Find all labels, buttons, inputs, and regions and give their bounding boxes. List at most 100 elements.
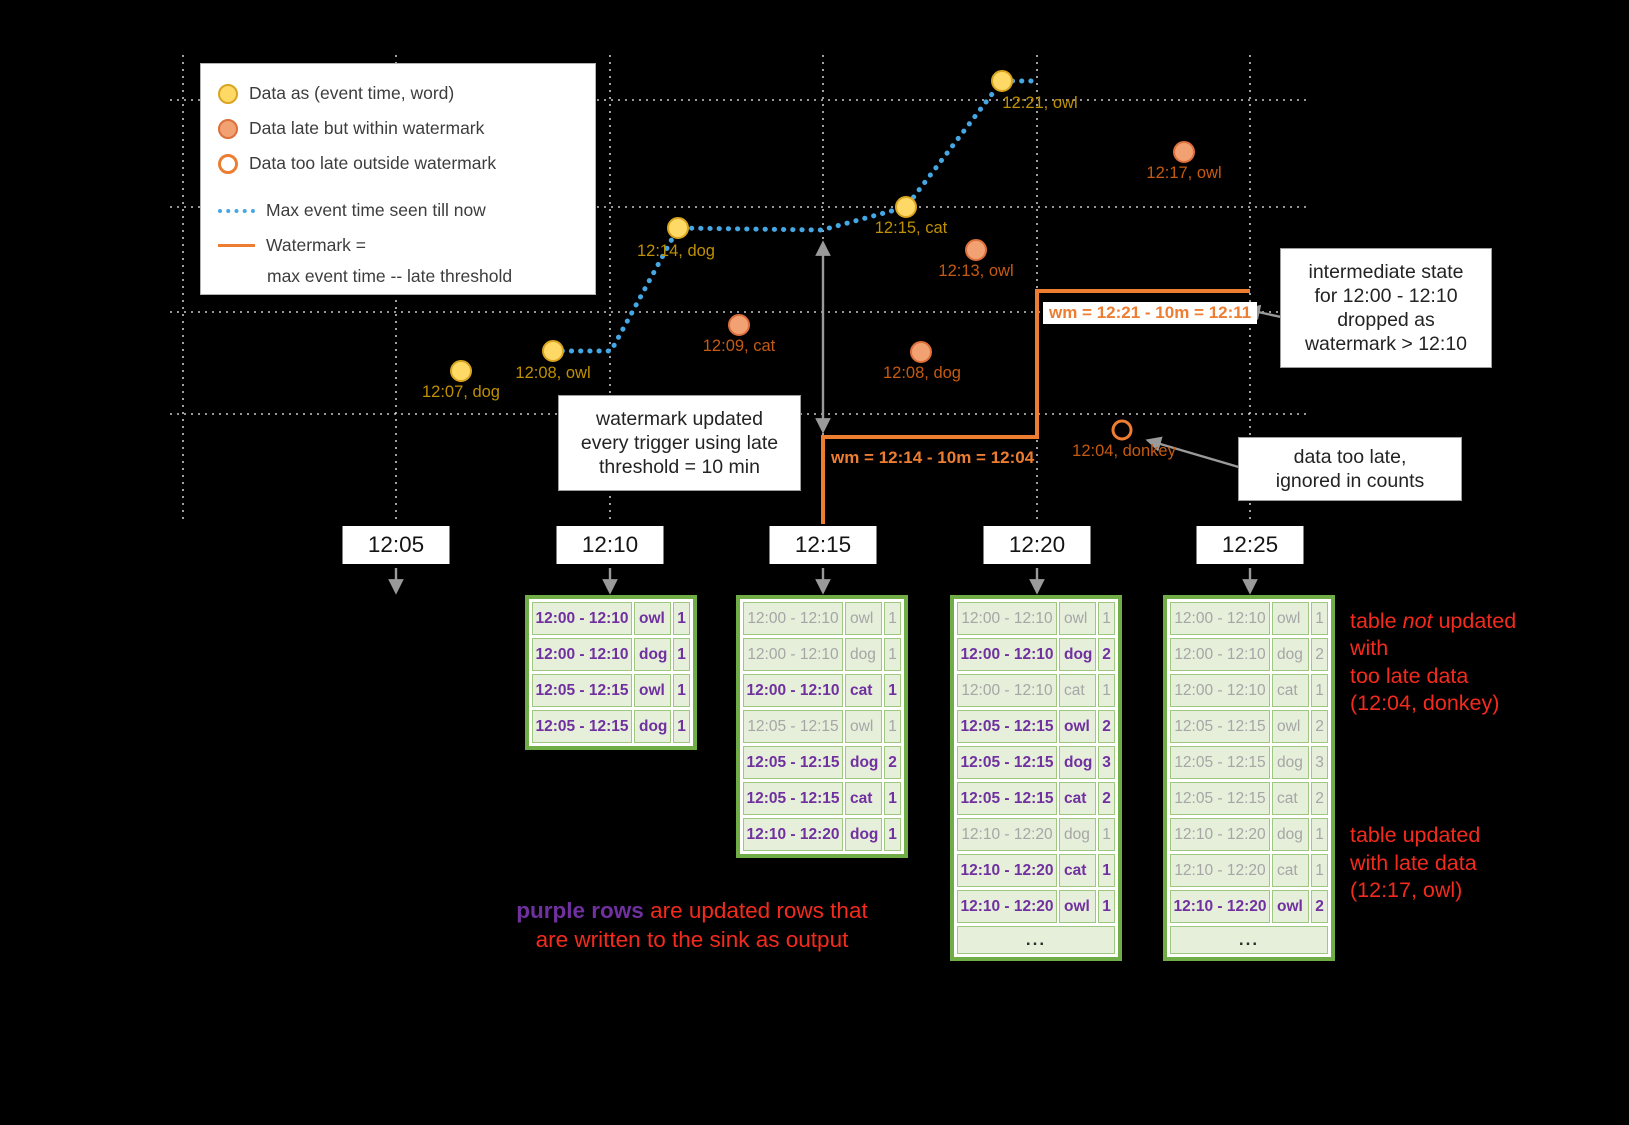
table-cell-word: owl [1059, 710, 1096, 743]
table-cell-cnt: 1 [1311, 854, 1328, 887]
table-cell-word: owl [634, 602, 671, 635]
time-tick-12-05: 12:05 [342, 526, 450, 564]
table-cell-win: 12:00 - 12:10 [1170, 674, 1270, 707]
table-cell-cnt: 1 [884, 818, 901, 851]
note-purple-rows: purple rows are updated rows that are wr… [468, 868, 916, 954]
table-cell-cnt: 1 [1098, 818, 1115, 851]
data-point-late [910, 341, 932, 363]
table-cell-cnt: 2 [1098, 782, 1115, 815]
callout-data-too-late: data too late, ignored in counts [1238, 437, 1462, 501]
legend-item-watermark-line: Watermark = [218, 228, 595, 263]
table-cell-win: 12:00 - 12:10 [743, 674, 843, 707]
table-cell-cnt: 1 [884, 710, 901, 743]
data-point-label: 12:08, owl [515, 364, 591, 382]
data-point-label: 12:13, owl [938, 262, 1014, 280]
table-cell-cnt: 1 [1098, 854, 1115, 887]
table-cell-word: owl [845, 710, 882, 743]
table-cell-cnt: 1 [673, 674, 690, 707]
table-cell-cnt: 1 [884, 674, 901, 707]
table-cell-word: dog [634, 638, 671, 671]
table-cell-win: 12:10 - 12:20 [743, 818, 843, 851]
time-tick-12-15: 12:15 [769, 526, 877, 564]
callout-watermark-update: watermark updated every trigger using la… [558, 395, 801, 491]
table-cell-win: 12:00 - 12:10 [957, 674, 1057, 707]
callout-text: intermediate state for 12:00 - 12:10 dro… [1304, 260, 1468, 356]
table-cell-word: dog [1272, 638, 1309, 671]
callout-state-dropped: intermediate state for 12:00 - 12:10 dro… [1280, 248, 1492, 368]
table-cell-win: 12:00 - 12:10 [1170, 602, 1270, 635]
data-point-late [965, 239, 987, 261]
table-ellipsis-row: ... [957, 926, 1115, 954]
table-cell-cnt: 1 [673, 638, 690, 671]
table-cell-cnt: 3 [1098, 746, 1115, 779]
late-dot-icon [218, 118, 238, 139]
table-cell-cnt: 1 [884, 782, 901, 815]
data-point-late [1173, 141, 1195, 163]
table-cell-win: 12:00 - 12:10 [743, 602, 843, 635]
table-cell-word: cat [845, 674, 882, 707]
data-point-label: 12:14, dog [637, 242, 715, 260]
toolate-circle-icon [218, 153, 238, 174]
time-tick-12-25: 12:25 [1196, 526, 1304, 564]
table-cell-cnt: 1 [673, 602, 690, 635]
table-cell-word: owl [845, 602, 882, 635]
table-cell-win: 12:05 - 12:15 [957, 746, 1057, 779]
data-point-label: 12:07, dog [422, 383, 500, 401]
data-point-ontime [895, 196, 917, 218]
table-cell-word: cat [1059, 854, 1096, 887]
table-cell-cnt: 2 [1311, 890, 1328, 923]
note-text: table [1350, 608, 1403, 633]
table-cell-cnt: 2 [884, 746, 901, 779]
table-cell-win: 12:05 - 12:15 [957, 710, 1057, 743]
table-cell-cnt: 2 [1311, 638, 1328, 671]
table-cell-win: 12:00 - 12:10 [1170, 638, 1270, 671]
table-cell-win: 12:10 - 12:20 [1170, 854, 1270, 887]
table-cell-word: cat [1059, 674, 1096, 707]
data-point-label: 12:17, owl [1146, 164, 1222, 182]
table-cell-win: 12:00 - 12:10 [532, 602, 632, 635]
note-text: updated with too late data (12:04, donke… [1350, 608, 1517, 716]
data-point-label: 12:21, owl [1002, 94, 1078, 112]
table-cell-win: 12:10 - 12:20 [957, 818, 1057, 851]
table-cell-cnt: 2 [1098, 710, 1115, 743]
table-cell-word: cat [1272, 854, 1309, 887]
table-cell-word: owl [1272, 602, 1309, 635]
table-cell-win: 12:05 - 12:15 [1170, 746, 1270, 779]
table-cell-win: 12:00 - 12:10 [743, 638, 843, 671]
table-cell-word: dog [1272, 818, 1309, 851]
table-cell-win: 12:05 - 12:15 [957, 782, 1057, 815]
legend: Data as (event time, word) Data late but… [200, 63, 596, 295]
table-cell-win: 12:05 - 12:15 [1170, 782, 1270, 815]
table-cell-cnt: 1 [1311, 602, 1328, 635]
data-point-ontime [542, 340, 564, 362]
table-cell-win: 12:05 - 12:15 [743, 710, 843, 743]
table-cell-win: 12:05 - 12:15 [532, 674, 632, 707]
legend-label: Data late but within watermark [249, 118, 485, 138]
table-cell-win: 12:10 - 12:20 [957, 854, 1057, 887]
legend-item-ontime: Data as (event time, word) [218, 76, 595, 111]
note-purple-highlight: purple rows [516, 897, 644, 923]
data-point-label: 12:09, cat [702, 337, 776, 355]
table-cell-cnt: 1 [1098, 674, 1115, 707]
table-cell-cnt: 1 [1098, 602, 1115, 635]
data-point-toolate [1111, 419, 1133, 441]
table-cell-win: 12:00 - 12:10 [957, 602, 1057, 635]
